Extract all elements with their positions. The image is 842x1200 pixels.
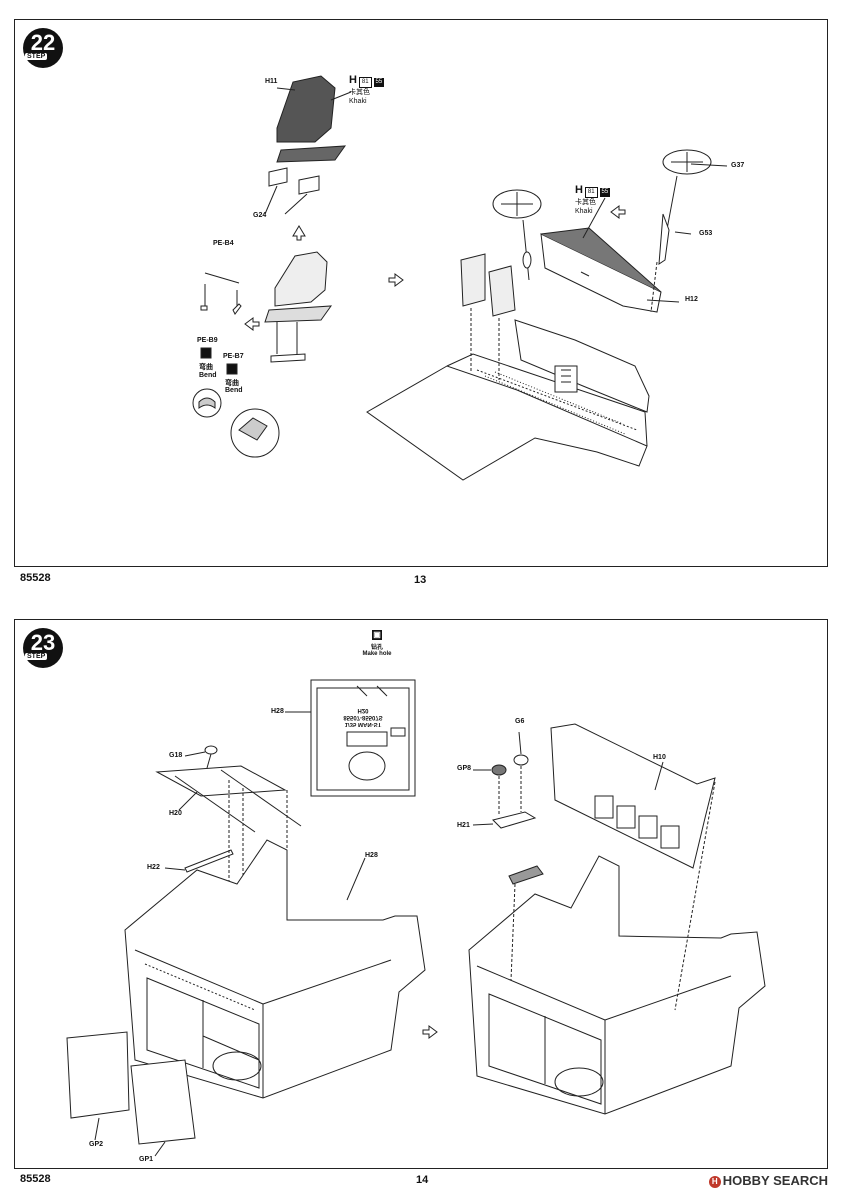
step-22-drawing xyxy=(192,75,728,481)
make-hole-note: ▣ 钻孔 Make hole xyxy=(362,630,392,657)
footer-code-top: 85528 xyxy=(20,572,51,584)
drill-icon: ▣ xyxy=(372,630,382,640)
instruction-panel-step-23: 23 STEP ▣ 钻孔 Make hole xyxy=(14,619,828,1169)
label-gp2: GP2 xyxy=(89,1141,104,1148)
label-pe-b9: PE-B9 xyxy=(197,337,218,344)
label-gp8: GP8 xyxy=(457,765,472,772)
label-inset-h28: H28 xyxy=(271,708,284,715)
panel-h10 xyxy=(550,723,716,869)
label-gp1: GP1 xyxy=(139,1156,154,1163)
page-number-bottom: 14 xyxy=(416,1174,429,1186)
label-g24: G24 xyxy=(253,212,267,219)
seat-h11 xyxy=(276,75,336,143)
footer-code-bottom: 85528 xyxy=(20,1173,51,1185)
inset-h28 xyxy=(310,679,416,797)
bench-h12 xyxy=(540,233,662,313)
step-label: STEP xyxy=(25,653,48,660)
cab-floor xyxy=(366,365,648,481)
door-gp1 xyxy=(130,1059,196,1145)
step-label: STEP xyxy=(25,53,48,60)
label-g18: G18 xyxy=(169,752,183,759)
step-badge: 22 STEP xyxy=(23,28,63,68)
page-number-top: 13 xyxy=(414,574,427,586)
label-pe-b7: PE-B7 xyxy=(223,353,244,360)
label-g6: G6 xyxy=(515,718,525,725)
label-bend-cn-2: 弯曲 xyxy=(225,380,239,387)
door-gp2 xyxy=(66,1031,130,1119)
label-h10: H10 xyxy=(653,754,666,761)
label-h28: H28 xyxy=(365,852,378,859)
cab-body-left xyxy=(124,839,426,1099)
label-h21: H21 xyxy=(457,822,470,829)
label-bend-cn-1: 弯曲 xyxy=(199,364,213,371)
step-number: 22 xyxy=(30,30,56,55)
label-h12: H12 xyxy=(685,296,698,303)
label-h11: H11 xyxy=(265,78,278,85)
paint-callout-1: H 81 55 卡其色 Khaki xyxy=(349,74,385,105)
inset-text: 1/35 MAN-ST 85507-85507S H20 xyxy=(343,707,383,727)
instruction-panel-step-22: 22 STEP xyxy=(14,19,828,567)
step-badge: 23 STEP xyxy=(23,628,63,668)
label-g37: G37 xyxy=(731,162,745,169)
label-h22: H22 xyxy=(147,864,160,871)
hobby-search-logo-icon: H xyxy=(708,1175,721,1188)
label-bend-1: Bend xyxy=(199,372,217,379)
label-h20: H20 xyxy=(169,810,182,817)
cab-body-right xyxy=(468,855,766,1115)
label-pe-b4: PE-B4 xyxy=(213,240,234,247)
paint-callout-2: H 81 55 卡其色 Khaki xyxy=(575,184,611,215)
label-g53: G53 xyxy=(699,230,713,237)
label-bend-2: Bend xyxy=(225,387,243,394)
step-23-drawing xyxy=(66,679,766,1157)
step-number: 23 xyxy=(30,630,56,655)
